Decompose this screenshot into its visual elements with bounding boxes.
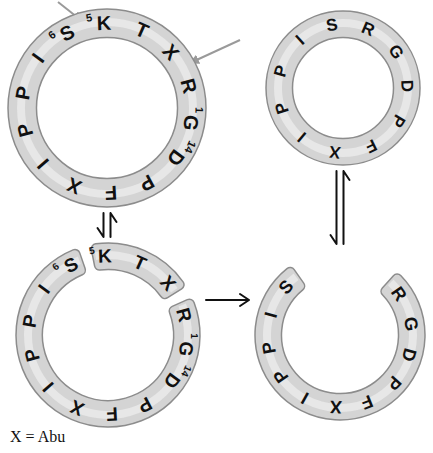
- residue-letter: D: [398, 79, 415, 92]
- peptide-ring: SRGDPFXIPPI: [265, 10, 421, 166]
- reaction-arrow: [206, 294, 249, 306]
- residue-letter: P: [259, 340, 279, 355]
- residue-number: 1: [193, 106, 204, 112]
- residue-letter: X: [330, 398, 343, 417]
- ring-segment: [266, 11, 420, 165]
- ring-segment: [16, 250, 200, 427]
- peptide-ring: SIPPIXFPDGR: [254, 249, 426, 421]
- ring-highlight: [274, 19, 412, 157]
- residue-letter: F: [105, 183, 118, 204]
- residue-number: 5: [88, 245, 95, 256]
- cleavage-pointer: [190, 40, 240, 63]
- residue-letter: G: [401, 315, 421, 332]
- residue-letter: G: [175, 340, 196, 358]
- ring-segment: [91, 243, 184, 298]
- residue-letter: K: [96, 13, 111, 33]
- ring-segment: [8, 9, 206, 207]
- equilibrium-arrow: [98, 213, 117, 237]
- ring-highlight: [24, 257, 192, 419]
- ring-highlight: [17, 18, 197, 198]
- residue-letter: X: [329, 142, 342, 160]
- equilibrium-arrow: [331, 171, 350, 244]
- residue-letter: F: [106, 404, 119, 424]
- residue-letter: K: [98, 246, 112, 265]
- ring-outline: [254, 249, 426, 421]
- abbreviation-note: X = Abu: [10, 428, 65, 446]
- ring-segment: [255, 267, 425, 420]
- peptide-ring: 6S5KTXR1G14DPFXIPPI: [7, 8, 207, 208]
- residue-number: 1: [189, 334, 199, 340]
- peptide-ring: 6S5KTXR1G14DPFXIPPI: [15, 242, 201, 428]
- ring-outline: [15, 242, 201, 428]
- ring-outline: [7, 8, 207, 208]
- residue-letter: G: [180, 113, 202, 132]
- ring-highlight: [263, 274, 417, 412]
